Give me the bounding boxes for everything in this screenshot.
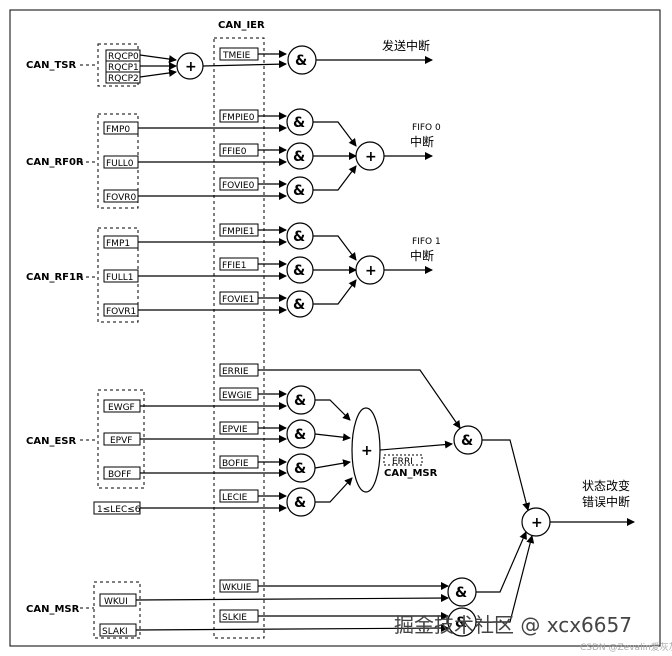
msr-group-frame — [93, 581, 141, 639]
svg-text:&: & — [293, 115, 305, 131]
svg-text:&: & — [293, 149, 305, 165]
ewgf-label: EWGF — [108, 403, 135, 413]
svg-text:&: & — [293, 263, 305, 279]
rf1r-register-label: CAN_RF1R — [26, 272, 84, 283]
rf0r-register-label: CAN_RF0R — [26, 157, 84, 168]
svg-text:+: + — [531, 515, 543, 531]
fmpie1-label: FMPIE1 — [222, 227, 254, 237]
svg-text:&: & — [294, 427, 306, 443]
svg-text:+: + — [365, 263, 377, 279]
fifo1-output-line1: FIFO 1 — [412, 237, 441, 247]
lecie-label: LECIE — [222, 493, 248, 503]
ffie1-label: FFIE1 — [222, 261, 246, 271]
watermark-sub: CSDN @Zevalin爱灰灰 — [580, 641, 672, 653]
slkie-label: SLKIE — [222, 613, 247, 623]
tmeie-label: TMEIE — [222, 51, 251, 61]
fifo0-output-line2: 中断 — [410, 134, 434, 149]
fifo0-output-line1: FIFO 0 — [412, 123, 441, 133]
wkui-label: WKUI — [104, 597, 128, 607]
tx-interrupt-label: 发送中断 — [382, 38, 430, 53]
ewgie-label: EWGIE — [222, 391, 252, 401]
rqcp2-bit — [105, 71, 141, 84]
bofie-label: BOFIE — [222, 459, 249, 469]
sce-output-line2: 错误中断 — [582, 494, 630, 509]
rqcp2-label: RQCP2 — [108, 74, 139, 84]
fovr0-label: FOVR0 — [106, 193, 137, 203]
full1-label: FULL1 — [106, 273, 134, 283]
svg-text:&: & — [455, 615, 467, 631]
svg-text:&: & — [294, 495, 306, 511]
erri-label: ERRI — [392, 457, 413, 467]
slaki-label: SLAKI — [102, 627, 128, 637]
msr-register-label: CAN_MSR — [26, 604, 80, 615]
errie-label: ERRIE — [222, 367, 249, 377]
svg-text:+: + — [185, 59, 197, 75]
fovr1-label: FOVR1 — [106, 307, 136, 317]
svg-text:&: & — [294, 461, 306, 477]
tsr-register-label: CAN_TSR — [26, 60, 76, 71]
sce-output-line1: 状态改变 — [582, 478, 630, 493]
fovie1-label: FOVIE1 — [222, 295, 254, 305]
fmp1-label: FMP1 — [106, 239, 130, 249]
svg-text:&: & — [293, 229, 305, 245]
ier-label: CAN_IER — [218, 20, 265, 31]
fifo1-output-line2: 中断 — [410, 248, 434, 263]
svg-text:&: & — [293, 297, 305, 313]
svg-text:&: & — [293, 183, 305, 199]
fmpie0-label: FMPIE0 — [222, 113, 255, 123]
rqcp1-label: RQCP1 — [108, 63, 139, 73]
epvf-label: EPVF — [110, 436, 132, 446]
ier-group-frame — [213, 37, 265, 639]
svg-text:+: + — [365, 149, 377, 165]
outer-frame — [9, 9, 661, 647]
svg-text:+: + — [361, 443, 373, 459]
svg-text:&: & — [461, 433, 473, 449]
epvie-label: EPVIE — [222, 425, 248, 435]
boff-label: BOFF — [108, 470, 131, 480]
ffie0-label: FFIE0 — [222, 147, 247, 157]
svg-text:&: & — [295, 53, 307, 69]
lec-label: 1≤LEC≤6 — [97, 505, 141, 515]
esr-register-label: CAN_ESR — [26, 436, 76, 447]
full0-label: FULL0 — [106, 159, 134, 169]
rqcp0-label: RQCP0 — [108, 52, 139, 62]
fovie0-label: FOVIE0 — [222, 181, 255, 191]
msr-err-register-label: CAN_MSR — [384, 468, 438, 479]
wkuie-label: WKUIE — [222, 583, 252, 593]
svg-text:&: & — [455, 585, 467, 601]
watermark-main: 掘金技术社区 @ xcx6657 — [394, 613, 632, 637]
fmp0-label: FMP0 — [106, 125, 130, 135]
svg-text:&: & — [294, 393, 306, 409]
